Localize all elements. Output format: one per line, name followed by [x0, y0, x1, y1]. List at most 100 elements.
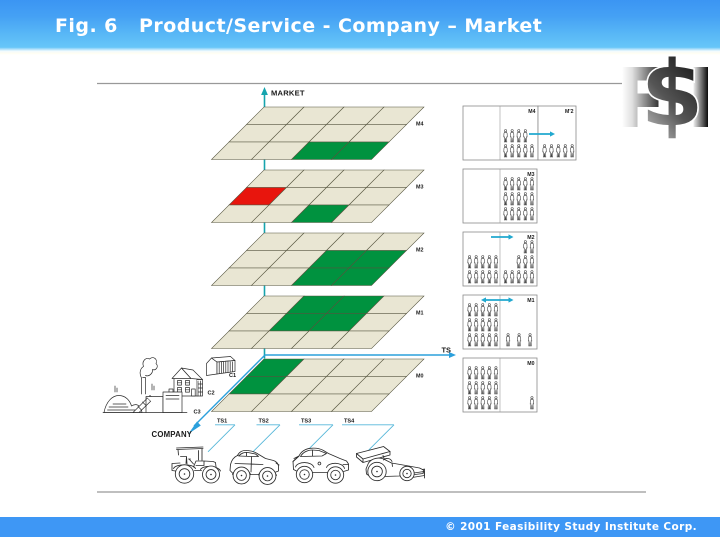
ts-connector-diagonal [207, 424, 236, 453]
panel-arrowhead [508, 297, 514, 303]
person-icon [487, 318, 492, 332]
panel-arrowhead [508, 234, 514, 240]
grid-cell [330, 330, 390, 349]
header-bar: Fig. 6 Product/Service - Company – Marke… [0, 0, 720, 55]
person-icon [523, 255, 528, 269]
panel-label: M4 [528, 109, 535, 115]
person-icon [523, 177, 528, 191]
factory-conveyor-rungs [137, 397, 151, 411]
person-icon [467, 333, 472, 347]
car-wing-supports [356, 451, 391, 467]
market-layer-m4: M4 [210, 106, 425, 160]
car-coupe-drawing [229, 449, 280, 485]
person-icon [480, 396, 485, 410]
panel-label: M0 [527, 361, 534, 367]
grid-cell [330, 204, 390, 223]
person-icon [487, 255, 492, 269]
layer-label: M1 [416, 311, 424, 317]
person-icon [529, 255, 535, 269]
market-layer-m2: M2 [210, 232, 425, 286]
house-scaffold [197, 380, 203, 397]
person-icon [467, 270, 472, 284]
person-icon [523, 207, 528, 221]
person-icon [503, 177, 508, 191]
fsi-logo: $ [622, 40, 708, 149]
factory-heap-hatch [107, 403, 136, 411]
factory-antennas [114, 383, 155, 393]
panel-m0: M0 [462, 357, 538, 413]
layer-label: M3 [416, 185, 424, 191]
company-axis-line [193, 355, 265, 427]
factory-chimney [141, 377, 146, 395]
factory-hall [162, 391, 183, 413]
person-icon [480, 318, 485, 332]
car-cockpit-frontwing [383, 458, 425, 479]
ts-item-label: TS3 [301, 419, 311, 425]
panel-m1: M1 [462, 294, 538, 350]
person-icon [480, 270, 485, 284]
person-icon [474, 333, 479, 347]
grid-cell [330, 141, 390, 160]
car-f1-drawing [356, 446, 425, 482]
market-arrowhead [261, 87, 268, 95]
company-stage-label: C1 [229, 373, 236, 379]
person-icon [493, 270, 499, 284]
person-icon [480, 303, 485, 317]
market-axis-label: MARKET [271, 89, 305, 98]
house-door [191, 388, 196, 397]
person-icon [487, 396, 492, 410]
panel-m4: M'2M4 [462, 105, 577, 161]
person-icon [474, 318, 479, 332]
person-icon [523, 270, 528, 284]
person-icon [493, 396, 499, 410]
person-icon [503, 270, 508, 284]
panel-label: M1 [527, 298, 534, 304]
car-rear-wing [356, 446, 391, 460]
car-wheel-inner [262, 470, 273, 482]
person-icon [467, 366, 472, 380]
person-icon [510, 207, 515, 221]
person-icon [510, 129, 515, 143]
person-icon [493, 255, 499, 269]
person-icon [487, 333, 492, 347]
company-buildings [102, 356, 236, 413]
person-icon [480, 333, 485, 347]
car-wheel-inner [299, 469, 310, 480]
logo-letter-dollar: $ [641, 42, 704, 147]
ts-axis-label: TS [442, 346, 452, 355]
person-icon [480, 381, 485, 395]
factory-midhall [145, 396, 164, 413]
ts-item-label: TS2 [259, 419, 269, 425]
person-icon [527, 333, 533, 347]
person-icon [529, 270, 535, 284]
person-icon [516, 270, 521, 284]
car-wheel-inner [371, 465, 383, 478]
person-icon [493, 333, 499, 347]
factory-hall-details [165, 388, 180, 400]
person-icon [516, 144, 521, 158]
company-stage-label: C3 [194, 410, 201, 416]
person-icon [563, 144, 568, 158]
car-wheel-hub [376, 470, 378, 473]
person-icon [467, 303, 472, 317]
person-icon [474, 396, 479, 410]
person-icon [529, 207, 535, 221]
company-stage-label: C2 [208, 391, 215, 397]
person-icon [480, 366, 485, 380]
person-icon [529, 144, 535, 158]
panel-m2: M2 [462, 231, 538, 287]
car-structure [171, 456, 217, 472]
company-axis-label: COMPANY [152, 430, 193, 439]
person-icon [467, 381, 472, 395]
market-layer-m1: M1 [210, 295, 425, 349]
person-icon [467, 396, 472, 410]
panel-arrowhead [550, 131, 555, 137]
person-icon [510, 177, 515, 191]
car-wheel-hub [406, 472, 408, 475]
grid-cell [330, 393, 390, 412]
slide-title: Fig. 6 Product/Service - Company – Marke… [55, 15, 543, 37]
person-icon [516, 333, 522, 347]
person-icon [523, 240, 528, 254]
